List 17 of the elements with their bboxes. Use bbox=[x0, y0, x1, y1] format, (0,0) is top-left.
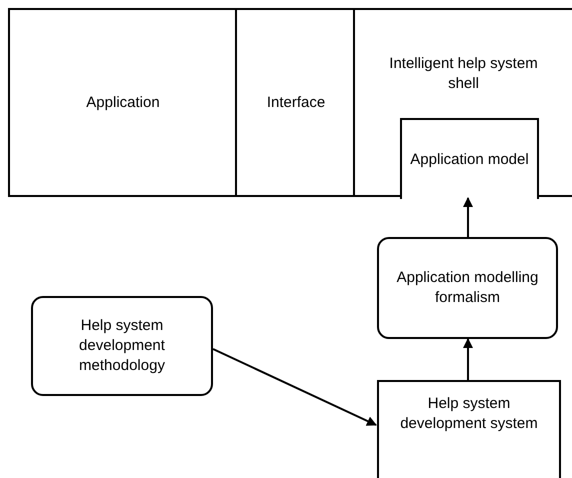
arrow bbox=[463, 197, 473, 237]
node-label: Help system development system bbox=[399, 394, 539, 434]
node-label: Help system development methodology bbox=[78, 316, 166, 376]
methodology-box bbox=[31, 296, 213, 396]
formalism-box bbox=[377, 237, 558, 339]
node-label: Application bbox=[86, 92, 160, 112]
development-system-box bbox=[377, 380, 561, 478]
application-box bbox=[8, 8, 236, 197]
node-label: Interface bbox=[266, 92, 326, 112]
node-label: Application model bbox=[410, 150, 529, 170]
node-label: Intelligent help system shell bbox=[388, 54, 539, 94]
arrow bbox=[463, 338, 473, 380]
interface-box bbox=[235, 8, 355, 197]
node-label: Application modelling formalism bbox=[396, 268, 540, 308]
shell-box bbox=[353, 8, 572, 197]
model-box bbox=[400, 118, 539, 199]
arrow bbox=[212, 348, 377, 426]
